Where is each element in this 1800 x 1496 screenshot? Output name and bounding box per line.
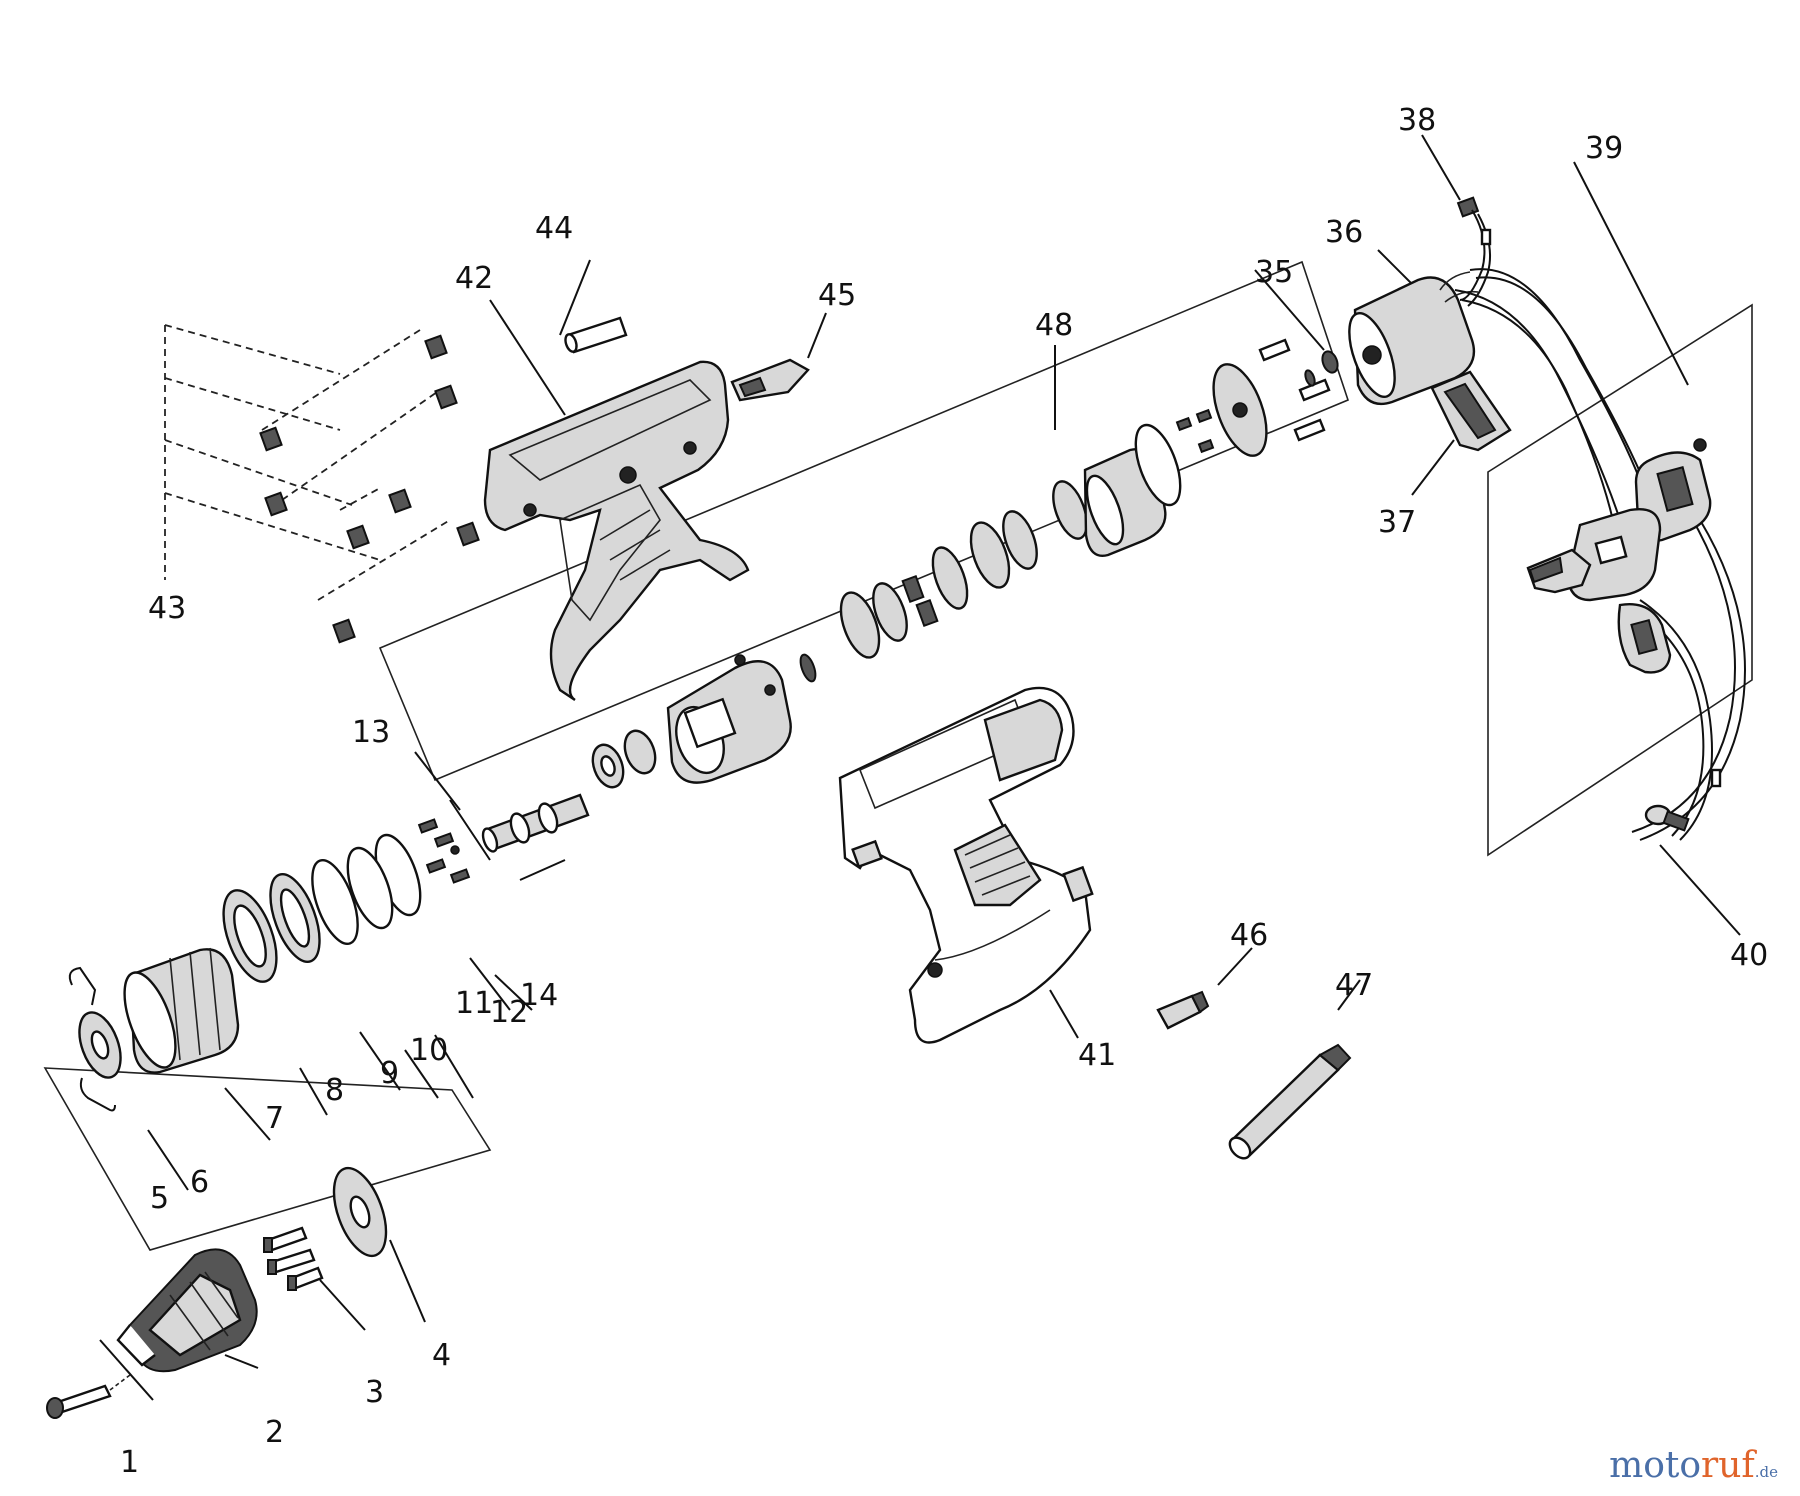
part-1-screw [46, 1374, 131, 1419]
label-48: 48 [1035, 308, 1073, 343]
part-5-6-clips [68, 966, 122, 1112]
label-6: 6 [190, 1165, 209, 1200]
part-41-housing-right [838, 686, 1094, 1044]
label-3: 3 [365, 1375, 384, 1410]
label-47: 47 [1335, 968, 1373, 1003]
part-7-collar [123, 947, 240, 1074]
group-frame-39 [1487, 303, 1753, 857]
group-frame-48 [378, 260, 1349, 782]
label-38: 38 [1398, 103, 1436, 138]
watermark-suffix: .de [1754, 1463, 1778, 1481]
label-7: 7 [265, 1101, 284, 1136]
wire-harness [1454, 268, 1746, 841]
label-42: 42 [455, 261, 493, 296]
label-10: 10 [410, 1033, 448, 1068]
label-40: 40 [1730, 938, 1768, 973]
label-46: 46 [1230, 918, 1268, 953]
leader-lines [99, 134, 1741, 1401]
part-38-terminal [1456, 196, 1492, 307]
label-41: 41 [1078, 1038, 1116, 1073]
label-13: 13 [352, 715, 390, 750]
part-2-chuck [116, 1248, 258, 1373]
group-frame-chuck [43, 1067, 492, 1251]
watermark-brand-part2: ruf [1701, 1445, 1755, 1486]
label-37: 37 [1378, 505, 1416, 540]
part-40-connector [1644, 804, 1690, 832]
screw-set-43 [164, 324, 480, 644]
part-48-gearbox [481, 338, 1331, 853]
part-3-screws [263, 1226, 324, 1291]
part-47-bit [1228, 1043, 1352, 1160]
label-1: 1 [120, 1445, 139, 1480]
part-42-housing-left [483, 360, 750, 701]
label-5: 5 [150, 1181, 169, 1216]
watermark-brand-part1: moto [1609, 1445, 1702, 1486]
part-number-labels: 1 2 3 4 5 6 7 8 9 10 11 12 13 14 35 36 3… [120, 103, 1768, 1480]
label-8: 8 [325, 1073, 344, 1108]
part-4-washer [332, 1166, 388, 1258]
label-9: 9 [380, 1056, 399, 1091]
part-46-bit-holder [1156, 990, 1210, 1030]
label-11: 11 [455, 986, 493, 1021]
part-13-14-pins [417, 818, 471, 884]
part-35-bushing [1321, 350, 1339, 374]
label-4: 4 [432, 1338, 451, 1373]
label-39: 39 [1585, 131, 1623, 166]
motoruf-watermark: motoruf.de [1609, 1445, 1778, 1486]
label-44: 44 [535, 211, 573, 246]
clutch-rings [222, 833, 422, 983]
part-39-switch [1526, 438, 1712, 674]
label-35: 35 [1255, 255, 1293, 290]
part-36-motor [1348, 271, 1479, 406]
label-45: 45 [818, 278, 856, 313]
label-36: 36 [1325, 215, 1363, 250]
part-44-pin [564, 316, 628, 354]
part-45-lever [730, 358, 810, 402]
label-43: 43 [148, 591, 186, 626]
part-37-slide [1430, 370, 1512, 452]
label-12: 12 [490, 995, 528, 1030]
label-14: 14 [520, 978, 558, 1013]
label-2: 2 [265, 1415, 284, 1450]
